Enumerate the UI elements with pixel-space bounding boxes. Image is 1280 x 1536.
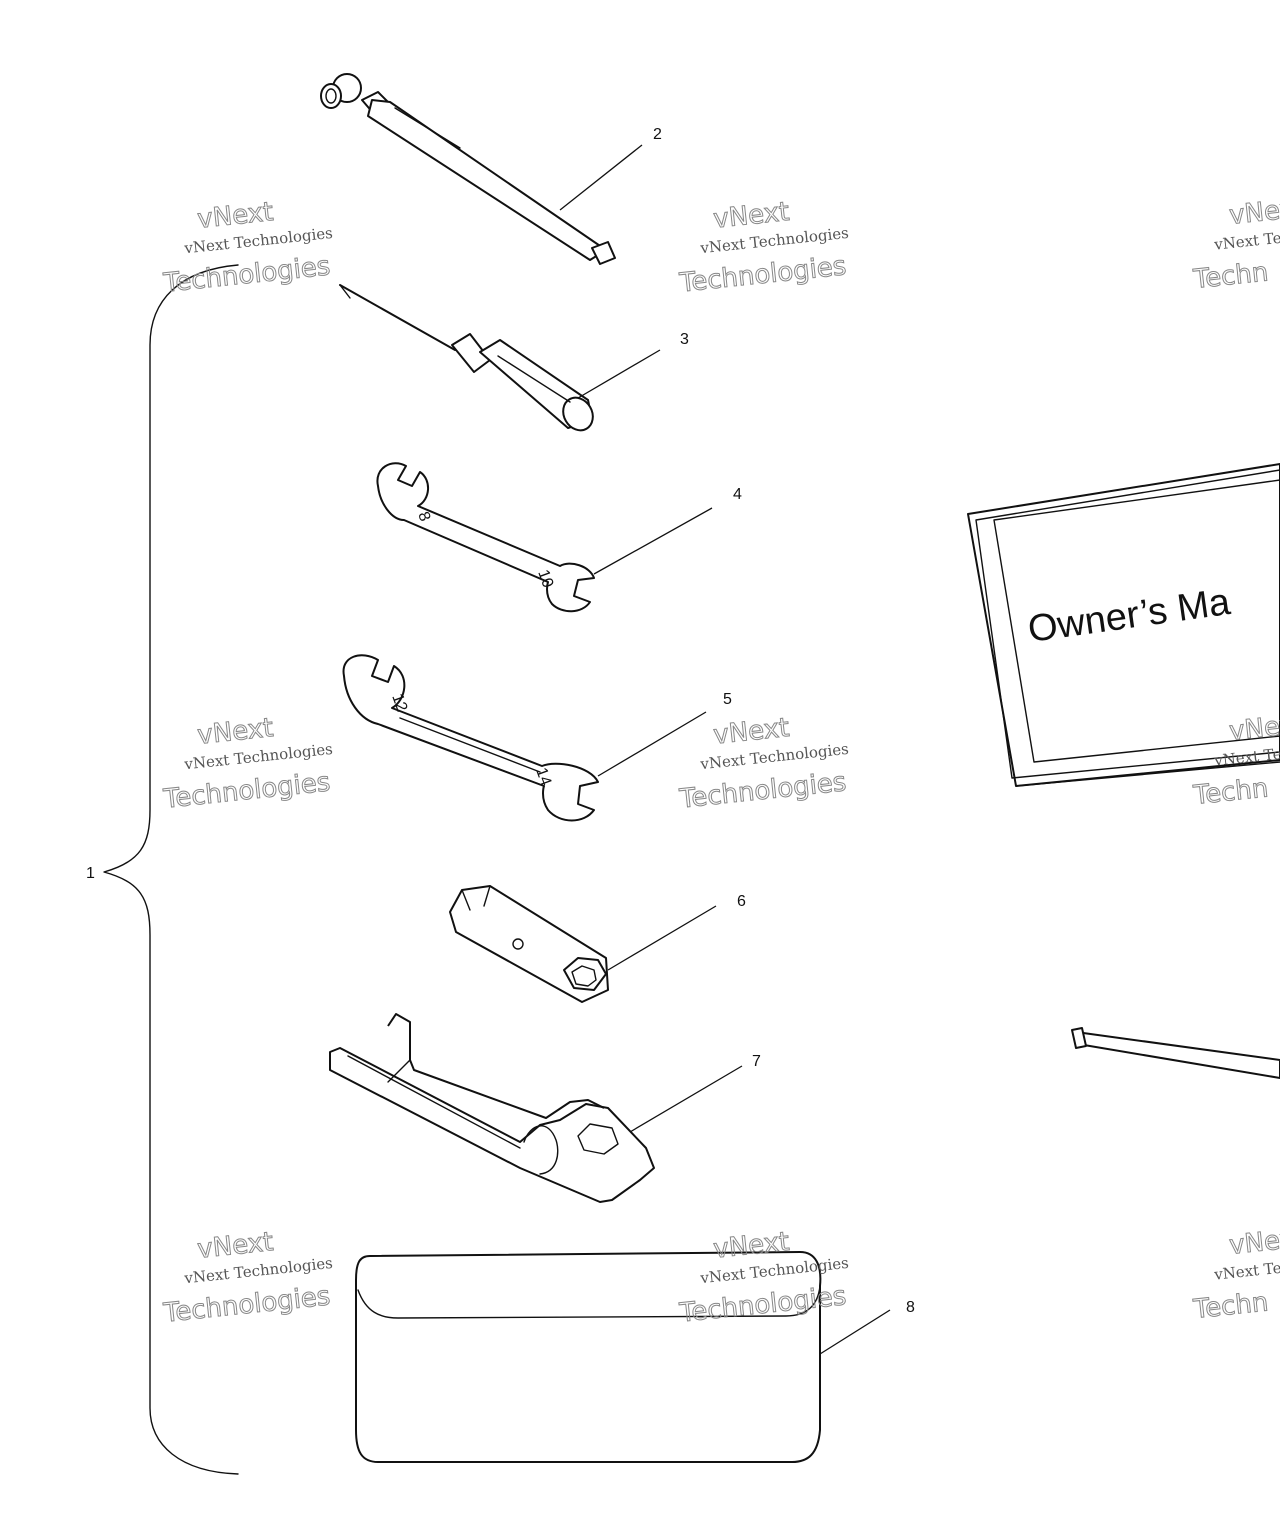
extension-rod: [1071, 1027, 1280, 1079]
svg-text:vNext: vNext: [196, 197, 275, 235]
callout-5: 5: [723, 691, 732, 708]
svg-text:vNext: vNext: [196, 713, 275, 751]
svg-text:Techn: Techn: [1191, 1287, 1269, 1325]
svg-text:vNext: vNext: [1228, 193, 1280, 231]
svg-text:vNext Te: vNext Te: [1212, 1259, 1280, 1284]
callout-7: 7: [752, 1053, 761, 1070]
wrench-size-10: 10: [534, 568, 556, 591]
svg-text:Technologies: Technologies: [678, 251, 848, 298]
callout-3: 3: [680, 331, 689, 348]
spark-plug-socket: [449, 885, 609, 1003]
svg-text:Technologies: Technologies: [162, 251, 332, 298]
svg-text:vNext: vNext: [712, 197, 791, 235]
wrench-size-14: 14: [532, 766, 554, 789]
wrench-12-14: 12 14: [342, 654, 599, 822]
watermark-left-mid: vNext vNext Technologies Technologies: [161, 713, 334, 816]
callout-8: 8: [906, 1299, 915, 1316]
svg-text:vNext Te: vNext Te: [1212, 229, 1280, 254]
svg-text:Techn: Techn: [1191, 257, 1269, 295]
callout-6: 6: [737, 893, 746, 910]
svg-text:Technologies: Technologies: [678, 767, 848, 814]
callout-1: 1: [86, 865, 95, 882]
svg-text:vNext: vNext: [712, 713, 791, 751]
svg-text:Techn: Techn: [1191, 773, 1269, 811]
watermark-center-top: vNext vNext Technologies Technologies: [677, 196, 850, 299]
screwdriver: [339, 284, 594, 432]
svg-text:Technologies: Technologies: [162, 1281, 332, 1328]
svg-text:vNext: vNext: [196, 1227, 275, 1265]
svg-text:Technologies: Technologies: [162, 767, 332, 814]
callout-numbers: 1 2 3 4 5 6 7 8: [86, 126, 915, 1316]
callout-2: 2: [653, 126, 662, 143]
watermark-center-mid: vNext vNext Technologies Technologies: [677, 712, 850, 815]
watermark-right-bottom: vNext vNext Te Techn: [1191, 1223, 1280, 1326]
watermark-right-top: vNext vNext Te Techn: [1191, 193, 1280, 296]
tire-pressure-gauge: [320, 73, 616, 265]
owners-manual: Owner’s Ma: [967, 463, 1280, 787]
svg-text:vNext: vNext: [1228, 1223, 1280, 1261]
tool-pouch: [355, 1251, 822, 1463]
wrench-8-10: 8 10: [376, 462, 595, 613]
callout-4: 4: [733, 486, 742, 503]
watermark-left-top: vNext vNext Technologies Technologies: [161, 197, 334, 300]
wrench-size-12: 12: [388, 692, 410, 715]
watermark-left-bottom: vNext vNext Technologies Technologies: [161, 1227, 334, 1330]
leader-lines: [559, 144, 891, 1355]
spark-plug-tool: [329, 1013, 655, 1203]
group-bracket: [103, 264, 239, 1475]
